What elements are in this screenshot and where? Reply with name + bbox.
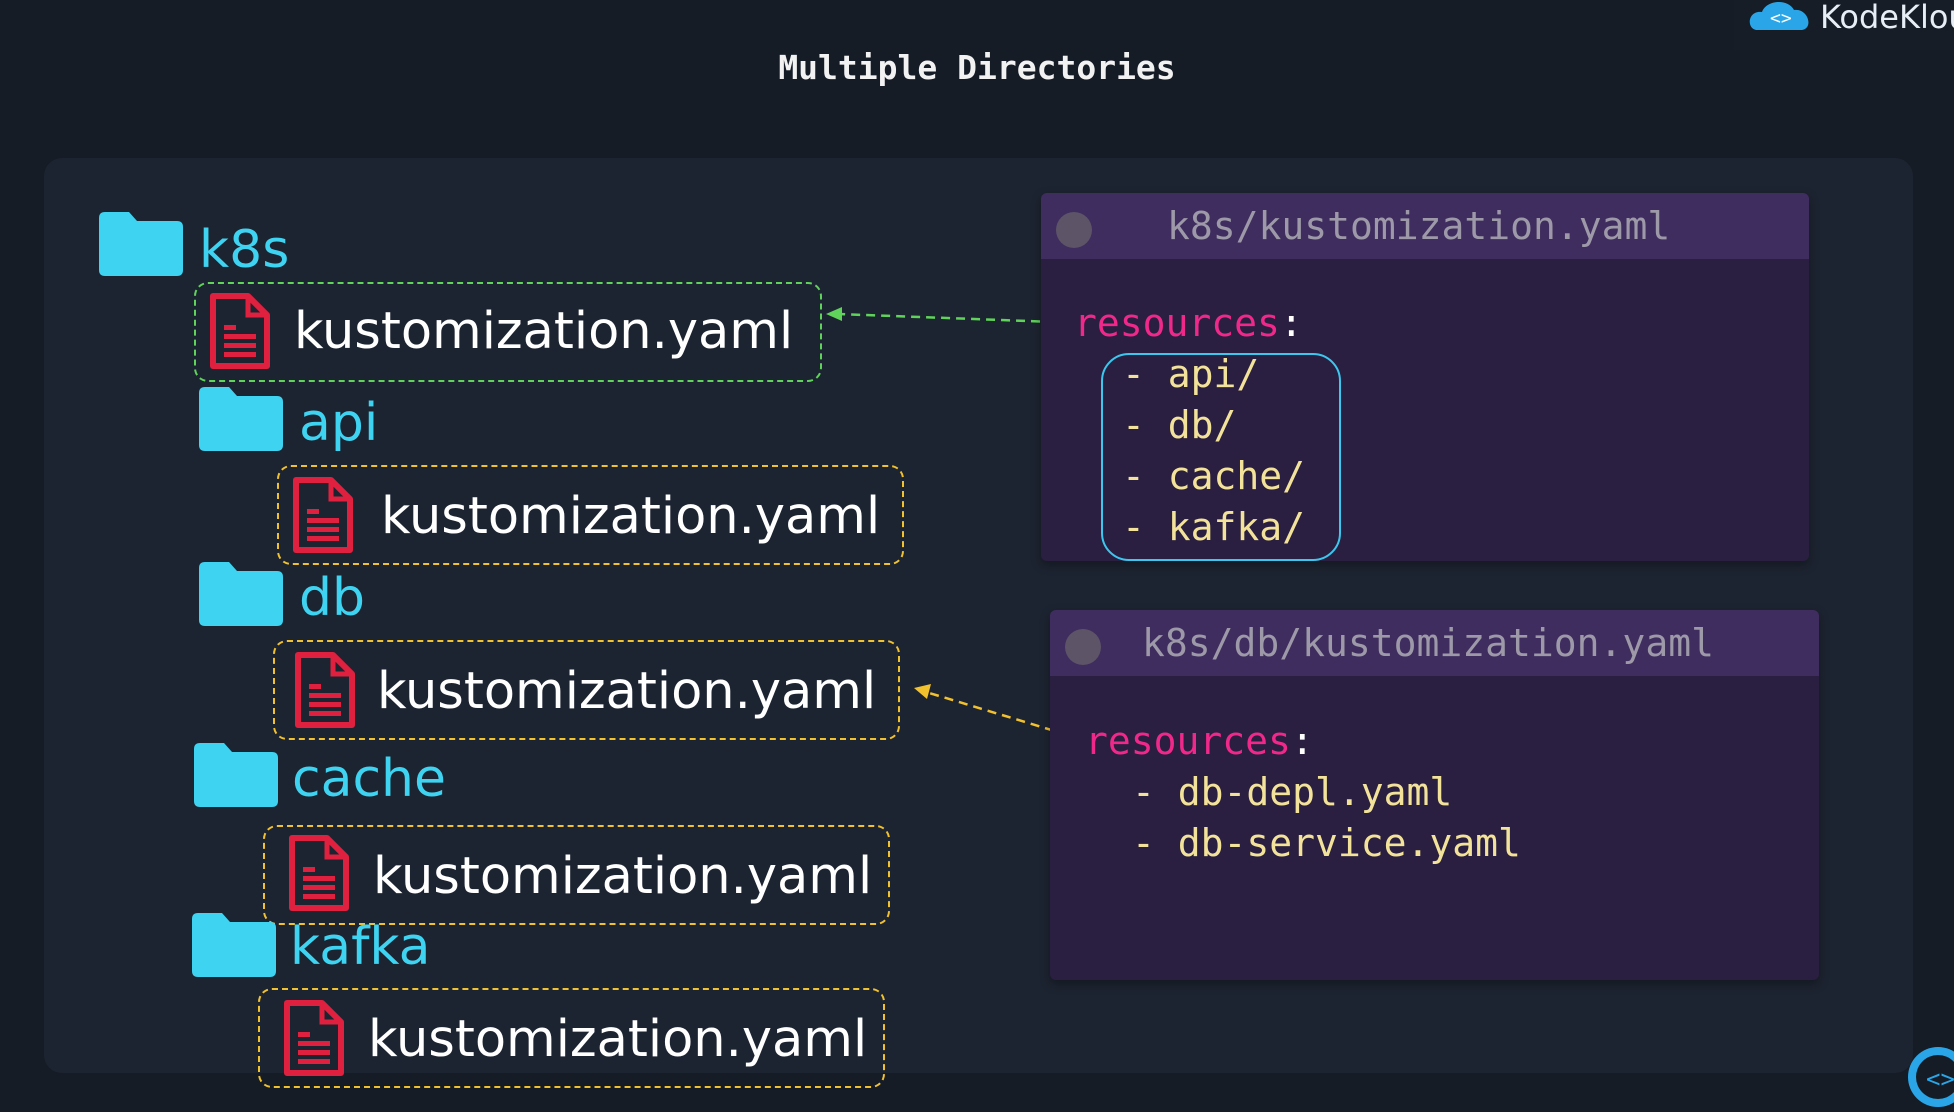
file-icon bbox=[289, 835, 349, 911]
folder-label: kafka bbox=[290, 917, 431, 977]
brand-name: KodeKlou bbox=[1820, 0, 1954, 36]
yaml-list-item: - kafka/ bbox=[1122, 505, 1306, 549]
folder-label: api bbox=[299, 393, 379, 453]
folder-icon bbox=[199, 562, 283, 626]
folder-icon bbox=[199, 387, 283, 451]
folder-k8s[interactable]: k8s bbox=[99, 212, 289, 280]
yaml-colon: : bbox=[1290, 719, 1314, 763]
file-label: kustomization.yaml bbox=[294, 302, 794, 361]
corner-logo-icon: <> bbox=[1908, 1047, 1954, 1107]
file-label: kustomization.yaml bbox=[377, 662, 877, 721]
yaml-list-item: - db-service.yaml bbox=[1132, 821, 1521, 865]
file-icon bbox=[284, 1000, 344, 1076]
folder-kafka[interactable]: kafka bbox=[192, 913, 430, 981]
window-dot-icon bbox=[1056, 212, 1092, 248]
yaml-list-item: - db/ bbox=[1122, 403, 1237, 447]
code-window-header: k8s/db/kustomization.yaml bbox=[1050, 610, 1819, 676]
code-window-db: k8s/db/kustomization.yaml resources: - d… bbox=[1050, 610, 1819, 980]
cache-kustomization-file[interactable]: kustomization.yaml bbox=[263, 825, 890, 925]
svg-text:<>: <> bbox=[1926, 1065, 1954, 1093]
folder-label: db bbox=[299, 568, 366, 628]
folder-api[interactable]: api bbox=[199, 387, 378, 455]
file-icon bbox=[295, 652, 355, 728]
db-kustomization-file[interactable]: kustomization.yaml bbox=[273, 640, 900, 740]
file-label: kustomization.yaml bbox=[381, 487, 881, 546]
folder-db[interactable]: db bbox=[199, 562, 365, 630]
yaml-list-item: - api/ bbox=[1122, 352, 1260, 396]
folder-icon bbox=[99, 212, 183, 276]
folder-icon bbox=[192, 913, 276, 977]
window-dot-icon bbox=[1065, 629, 1101, 665]
folder-label: k8s bbox=[199, 220, 290, 280]
kodekloud-cloud-icon: <> bbox=[1749, 1, 1809, 30]
yaml-list-item: - cache/ bbox=[1122, 454, 1306, 498]
kafka-kustomization-file[interactable]: kustomization.yaml bbox=[258, 988, 885, 1088]
root-connector-arrow bbox=[826, 307, 1063, 328]
code-window-header: k8s/kustomization.yaml bbox=[1041, 193, 1809, 259]
svg-text:<>: <> bbox=[1770, 8, 1792, 29]
yaml-colon: : bbox=[1279, 301, 1303, 345]
api-kustomization-file[interactable]: kustomization.yaml bbox=[277, 465, 904, 565]
yaml-key-line: resources: bbox=[1074, 304, 1303, 342]
slide-title: Multiple Directories bbox=[778, 48, 1176, 87]
code-window-title: k8s/kustomization.yaml bbox=[1167, 204, 1671, 248]
yaml-list-item: - db-depl.yaml bbox=[1132, 770, 1453, 814]
yaml-key: resources bbox=[1085, 719, 1291, 763]
resources-highlight bbox=[1101, 353, 1341, 561]
file-label: kustomization.yaml bbox=[368, 1010, 868, 1069]
file-icon bbox=[210, 293, 270, 369]
file-label: kustomization.yaml bbox=[373, 847, 873, 906]
folder-label: cache bbox=[292, 749, 446, 809]
yaml-key: resources bbox=[1074, 301, 1280, 345]
code-window-title: k8s/db/kustomization.yaml bbox=[1142, 621, 1714, 665]
root-kustomization-file[interactable]: kustomization.yaml bbox=[194, 282, 822, 382]
folder-cache[interactable]: cache bbox=[194, 743, 446, 811]
yaml-key-line: resources: bbox=[1085, 722, 1314, 760]
brand-logo: <> KodeKlou bbox=[1734, 0, 1954, 50]
file-icon bbox=[293, 477, 353, 553]
code-window-root: k8s/kustomization.yaml resources: - api/… bbox=[1041, 193, 1809, 561]
folder-icon bbox=[194, 743, 278, 807]
